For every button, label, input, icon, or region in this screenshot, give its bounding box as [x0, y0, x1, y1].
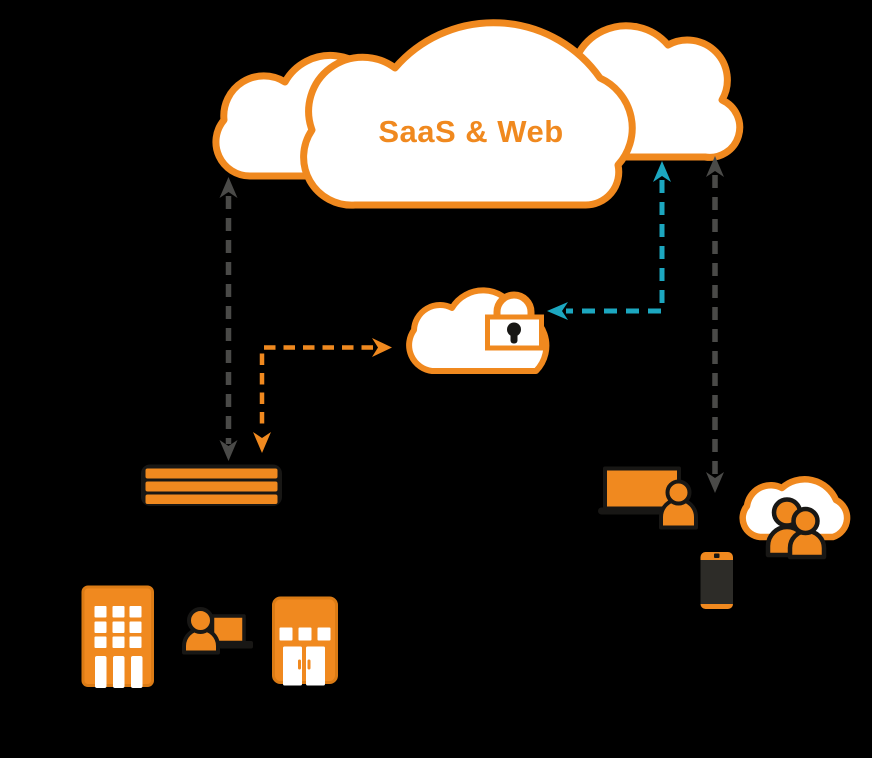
- window: [112, 636, 125, 648]
- stack-bar-bottom: [145, 494, 278, 504]
- window: [129, 636, 142, 648]
- arrow-down-head: [253, 432, 271, 453]
- door: [131, 656, 143, 688]
- person-head: [187, 607, 214, 634]
- phone-screen: [700, 560, 733, 604]
- arrow-security-cloud-to-saas: [547, 161, 671, 320]
- saas-cloud-icon: SaaS & Web: [212, 19, 744, 209]
- window: [94, 636, 107, 648]
- door-handle: [307, 659, 311, 670]
- keyhole-stem: [510, 331, 518, 344]
- window: [279, 627, 293, 641]
- arrow-gateway-to-security-cloud: [253, 338, 392, 453]
- door: [113, 656, 125, 688]
- window: [129, 621, 142, 633]
- door: [283, 646, 302, 686]
- door: [95, 656, 107, 688]
- office-building-doors: [95, 656, 143, 688]
- window: [317, 627, 331, 641]
- keyhole-circle: [507, 322, 521, 337]
- window: [112, 606, 125, 618]
- window: [112, 621, 125, 633]
- laptop-screen: [210, 614, 246, 645]
- window: [94, 621, 107, 633]
- arrow-left-head: [547, 302, 568, 320]
- roaming-users-cloud-icon: [739, 476, 851, 560]
- arrow-gateway-elbow-line: [259, 345, 373, 431]
- store-building-icon: [272, 596, 338, 686]
- stack-bar-top: [145, 468, 278, 479]
- arrow-right-head: [372, 338, 392, 357]
- office-building-windows: [94, 606, 142, 648]
- laptop-base: [219, 641, 253, 649]
- arrow-up-head: [653, 161, 671, 182]
- gateway-stack-icon: [141, 464, 282, 506]
- store-windows: [279, 627, 331, 641]
- arrow-gateway-to-saas: [219, 177, 238, 461]
- stack-bar-middle: [145, 481, 278, 492]
- saas-cloud-label: SaaS & Web: [378, 114, 563, 149]
- remote-user-laptop-icon: [598, 466, 698, 530]
- hq-user-laptop-icon: [182, 607, 253, 655]
- door-handle: [298, 659, 301, 670]
- arrow-remote-users-to-saas: [706, 156, 724, 493]
- arrow-up-head: [219, 177, 238, 198]
- arrow-up-head: [706, 156, 724, 177]
- door: [306, 646, 325, 686]
- arrow-down-head: [706, 472, 724, 493]
- window: [94, 606, 107, 618]
- store-doors: [283, 646, 325, 686]
- saas-cloud-main-puff: [300, 19, 636, 209]
- arrow-down-head: [219, 440, 238, 461]
- smartphone-icon: [700, 552, 733, 609]
- phone-camera-dot: [714, 553, 720, 558]
- window: [298, 627, 312, 641]
- person-front-head: [791, 506, 820, 536]
- security-cloud-icon: [406, 287, 550, 374]
- office-building-icon: [81, 585, 154, 688]
- window: [129, 606, 142, 618]
- person-head: [665, 479, 692, 506]
